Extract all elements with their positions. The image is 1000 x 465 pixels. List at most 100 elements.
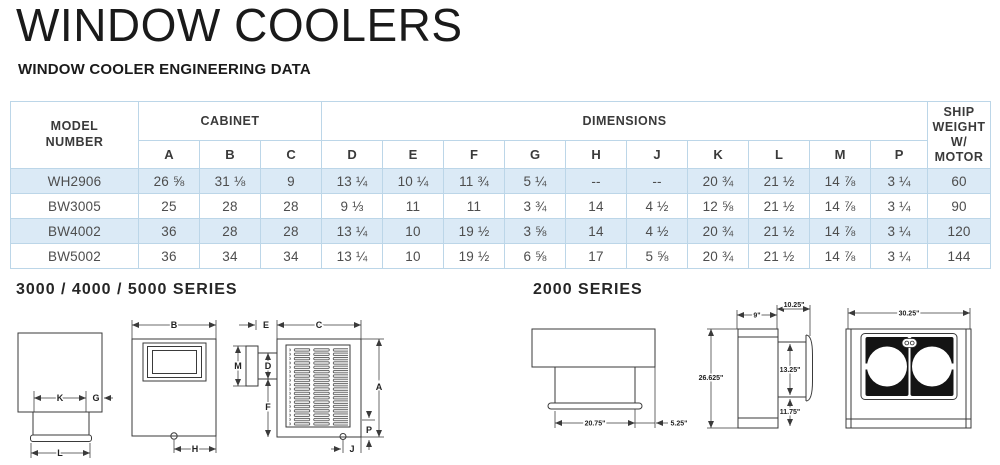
dim-label-p: P (366, 425, 372, 435)
model-cell: BW4002 (10, 218, 139, 244)
dim-cell: 28 (199, 193, 261, 219)
col-header-c: C (259, 140, 323, 169)
dim-cell: 20 ¾ (687, 243, 750, 269)
col-header-a: A (138, 140, 200, 169)
dim-label-a: A (376, 382, 383, 392)
dim-label-m: M (234, 361, 242, 371)
dim-cell: 36 (138, 243, 200, 269)
dim-cell: 5 ¼ (504, 168, 567, 194)
table-row-bw4002: BW4002 36 28 28 13 ¼ 10 19 ½ 3 ⅝ 14 4 ½ … (10, 218, 992, 244)
series-2000-heading: 2000 SERIES (533, 281, 643, 298)
dim-cell: 28 (259, 218, 323, 244)
dim-cell: 10 ¼ (382, 168, 445, 194)
dim-label-5-25: 5.25" (671, 421, 688, 428)
dim-cell: 19 ½ (443, 243, 506, 269)
dim-cell: 21 ½ (748, 168, 811, 194)
dim-label-30-25: 30.25" (899, 311, 920, 318)
dim-cell: 14 ⅞ (809, 243, 872, 269)
page-title: WINDOW COOLERS (16, 0, 463, 51)
dim-label-26-625: 26.625" (699, 375, 724, 382)
col-header-b: B (199, 140, 261, 169)
diagram-2000-top-view: 20.75" 5.25" (531, 328, 689, 429)
dim-cell: 11 ¾ (443, 168, 506, 194)
table-row-bw3005: BW3005 25 28 28 9 ⅓ 11 11 3 ¾ 14 4 ½ 12 … (10, 193, 992, 219)
weight-cell: 120 (927, 218, 992, 244)
dim-cell: 4 ½ (626, 193, 689, 219)
dim-cell: 14 ⅞ (809, 218, 872, 244)
dim-cell: 3 ¼ (870, 168, 929, 194)
dim-cell: 25 (138, 193, 200, 219)
dim-cell: 21 ½ (748, 193, 811, 219)
weight-cell: 90 (927, 193, 992, 219)
dim-cell: 13 ¼ (321, 218, 384, 244)
model-number-header: MODEL NUMBER (10, 101, 139, 169)
dim-cell: 3 ¾ (504, 193, 567, 219)
engineering-data-table: MODEL NUMBER CABINET DIMENSIONS SHIP WEI… (10, 101, 992, 269)
dim-cell: 28 (199, 218, 261, 244)
dim-cell: 3 ¼ (870, 193, 929, 219)
weight-cell: 60 (927, 168, 992, 194)
dim-cell: 4 ½ (626, 218, 689, 244)
col-header-k: K (687, 140, 750, 169)
page-subtitle: WINDOW COOLER ENGINEERING DATA (18, 61, 311, 78)
dim-cell: 21 ½ (748, 218, 811, 244)
dim-label-20-75: 20.75" (585, 421, 606, 428)
col-header-e: E (382, 140, 445, 169)
col-header-p: P (870, 140, 929, 169)
dim-label-f: F (265, 402, 271, 412)
dim-cell: 14 (565, 193, 628, 219)
col-header-j: J (626, 140, 689, 169)
dim-cell: 26 ⅝ (138, 168, 200, 194)
weight-cell: 144 (927, 243, 992, 269)
dim-cell: 34 (199, 243, 261, 269)
dim-cell: 36 (138, 218, 200, 244)
dim-label-e: E (263, 320, 269, 330)
cabinet-header: CABINET (137, 101, 323, 141)
model-number-header-text: MODEL NUMBER (45, 119, 104, 149)
model-cell: BW5002 (10, 243, 139, 269)
dim-cell: 9 (259, 168, 323, 194)
dim-cell: 10 (382, 218, 445, 244)
series-3000-4000-5000-heading: 3000 / 4000 / 5000 SERIES (16, 281, 238, 298)
dim-cell: 11 (382, 193, 445, 219)
dim-label-d: D (265, 361, 272, 371)
dim-cell: -- (626, 168, 689, 194)
diagram-2000-side-view: 9" 10.25" 26.625" 13.25" 11.75" (697, 301, 813, 429)
table-group-header-row: MODEL NUMBER CABINET DIMENSIONS SHIP WEI… (10, 101, 992, 169)
dim-cell: 5 ⅝ (626, 243, 689, 269)
dim-cell: 3 ¼ (870, 243, 929, 269)
table-row-bw5002: BW5002 36 34 34 13 ¼ 10 19 ½ 6 ⅝ 17 5 ⅝ … (10, 243, 992, 269)
dim-label-k: K (57, 393, 64, 403)
diagram-2000-front-view: 30.25" (845, 308, 972, 429)
dim-label-g: G (92, 393, 99, 403)
col-header-h: H (565, 140, 628, 169)
dim-cell: 14 ⅞ (809, 168, 872, 194)
dim-cell: 31 ⅛ (199, 168, 261, 194)
dim-label-l: L (57, 448, 63, 458)
dim-cell: 14 ⅞ (809, 193, 872, 219)
dim-label-h: H (192, 444, 199, 454)
dim-cell: 3 ⅝ (504, 218, 567, 244)
table-letter-header-row: A B C D E F G H J K L M P (11, 140, 991, 169)
dim-cell: 20 ¾ (687, 218, 750, 244)
dim-label-9: 9" (753, 313, 760, 320)
ship-weight-header: SHIP WEIGHT W/ MOTOR (927, 101, 992, 169)
dim-cell: 14 (565, 218, 628, 244)
dim-label-b: B (171, 320, 178, 330)
diagram-3000-side-view: E C M D F A P J (233, 319, 385, 456)
table-row-wh2906: WH2906 26 ⅝ 31 ⅛ 9 13 ¼ 10 ¼ 11 ¾ 5 ¼ --… (10, 168, 992, 194)
dim-cell: 20 ¾ (687, 168, 750, 194)
col-header-g: G (504, 140, 567, 169)
col-header-l: L (748, 140, 811, 169)
model-cell: WH2906 (10, 168, 139, 194)
dim-label-13-25: 13.25" (780, 367, 801, 374)
diagram-3000-top-view: K G L (17, 332, 113, 460)
dim-label-10-25: 10.25" (784, 302, 805, 309)
col-header-m: M (809, 140, 872, 169)
dim-cell: 12 ⅝ (687, 193, 750, 219)
dim-cell: 10 (382, 243, 445, 269)
dim-cell: 28 (259, 193, 323, 219)
dim-cell: 34 (259, 243, 323, 269)
dim-cell: 6 ⅝ (504, 243, 567, 269)
col-header-f: F (443, 140, 506, 169)
